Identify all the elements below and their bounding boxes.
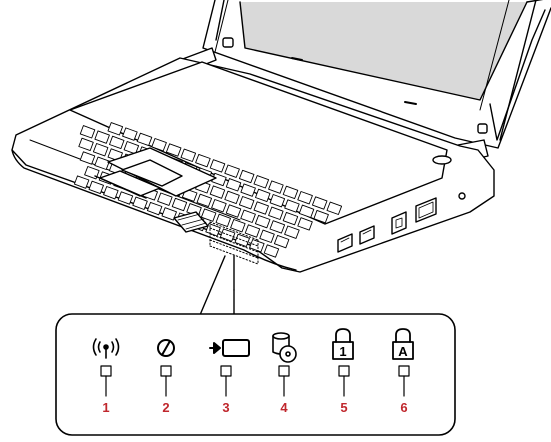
vga-port <box>415 197 437 223</box>
keyboard-key <box>78 137 94 152</box>
keyboard-key <box>234 233 250 248</box>
speaker-grille <box>209 221 259 265</box>
num-lock-icon <box>332 328 354 360</box>
keyboard-key <box>209 185 226 199</box>
keyboard-key <box>326 201 343 215</box>
keyboard-key <box>146 201 163 216</box>
indicator-callout-box <box>55 313 456 436</box>
keyboard-key <box>313 209 329 224</box>
laptop-illustration <box>11 0 551 273</box>
keyboard-key <box>211 199 227 213</box>
keyboard-key <box>284 225 300 239</box>
keyboard-key <box>273 234 290 249</box>
keyboard-key <box>311 196 328 210</box>
keyboard-key <box>268 180 284 194</box>
keyboard-key <box>255 188 271 203</box>
keyboard-key <box>259 229 275 243</box>
keyboard-key <box>157 192 173 206</box>
keyboard-key <box>238 196 255 210</box>
indicator-number-2: 2 <box>162 400 170 415</box>
keyboard-key <box>92 143 109 157</box>
keyboard-key <box>165 143 182 157</box>
keyboard-key <box>230 219 246 233</box>
keyboard-key <box>109 135 125 150</box>
side-ports <box>337 192 466 253</box>
keyboard-key <box>297 217 313 231</box>
security-slot <box>458 192 466 200</box>
keyboard-key <box>254 214 271 229</box>
callout-leader-line-2 <box>199 255 226 316</box>
power-button <box>432 155 452 165</box>
keyboard-key <box>240 209 256 223</box>
keyboard-key <box>136 132 153 147</box>
keyboard-key <box>269 220 286 234</box>
keyboard-key <box>161 207 177 221</box>
keyboard-key <box>94 130 110 144</box>
disk-access-icon <box>272 332 297 363</box>
power-icon <box>157 339 175 357</box>
laptop-lid <box>202 0 551 149</box>
caps-lock-glyph: A <box>398 344 408 359</box>
keyboard-key <box>79 125 96 139</box>
keyboard-key <box>79 151 96 165</box>
keyboard-key <box>117 191 134 205</box>
indicator-number-1: 1 <box>102 400 110 415</box>
lan-port <box>391 211 407 235</box>
keyboard-key <box>282 211 299 226</box>
num-lock-glyph: 1 <box>339 344 346 359</box>
keyboard-key <box>195 153 211 168</box>
keyboard-key <box>225 204 242 218</box>
keyboard-key <box>263 244 280 258</box>
keyboard-key <box>269 194 286 208</box>
wireless-antenna-icon <box>92 338 120 359</box>
keyboard-key <box>171 197 188 212</box>
keyboard-key <box>200 208 217 222</box>
keyboard-key <box>238 169 255 184</box>
keyboard-key <box>94 156 110 170</box>
keyboard-key <box>73 175 90 189</box>
keyboard-key <box>196 193 213 208</box>
keyboard-key <box>103 186 119 200</box>
keyboard-key <box>205 223 221 237</box>
keyboard-key <box>253 175 270 189</box>
keyboard-key <box>224 164 240 178</box>
keyboard-key <box>151 138 167 152</box>
keyboard-key <box>225 178 242 192</box>
caps-lock-icon <box>392 328 414 360</box>
keyboard-key <box>297 191 313 205</box>
keyboard-key <box>224 190 240 205</box>
keyboard-key <box>107 122 124 136</box>
indicator-number-4: 4 <box>280 400 288 415</box>
front-indicator-strip <box>173 211 209 233</box>
keyboard-key <box>253 201 269 215</box>
touchpad-right-button <box>121 159 183 187</box>
keyboard-key <box>284 199 300 213</box>
indicator-number-5: 5 <box>340 400 348 415</box>
keyboard-key <box>180 148 197 162</box>
indicator-number-3: 3 <box>222 400 230 415</box>
keyboard-key <box>244 224 261 238</box>
keyboard-key <box>240 183 256 197</box>
keyboard-key <box>268 206 284 220</box>
keyboard-key <box>88 180 104 195</box>
keyboard-key <box>282 185 299 200</box>
keyboard-key <box>132 196 148 210</box>
keyboard-key <box>298 204 315 218</box>
keyboard-key <box>122 127 138 141</box>
keyboard-key <box>209 159 226 173</box>
led-number-lines <box>105 375 405 397</box>
indicator-number-6: 6 <box>400 400 408 415</box>
keyboard-key <box>215 213 231 228</box>
battery-charge-icon <box>209 339 250 357</box>
